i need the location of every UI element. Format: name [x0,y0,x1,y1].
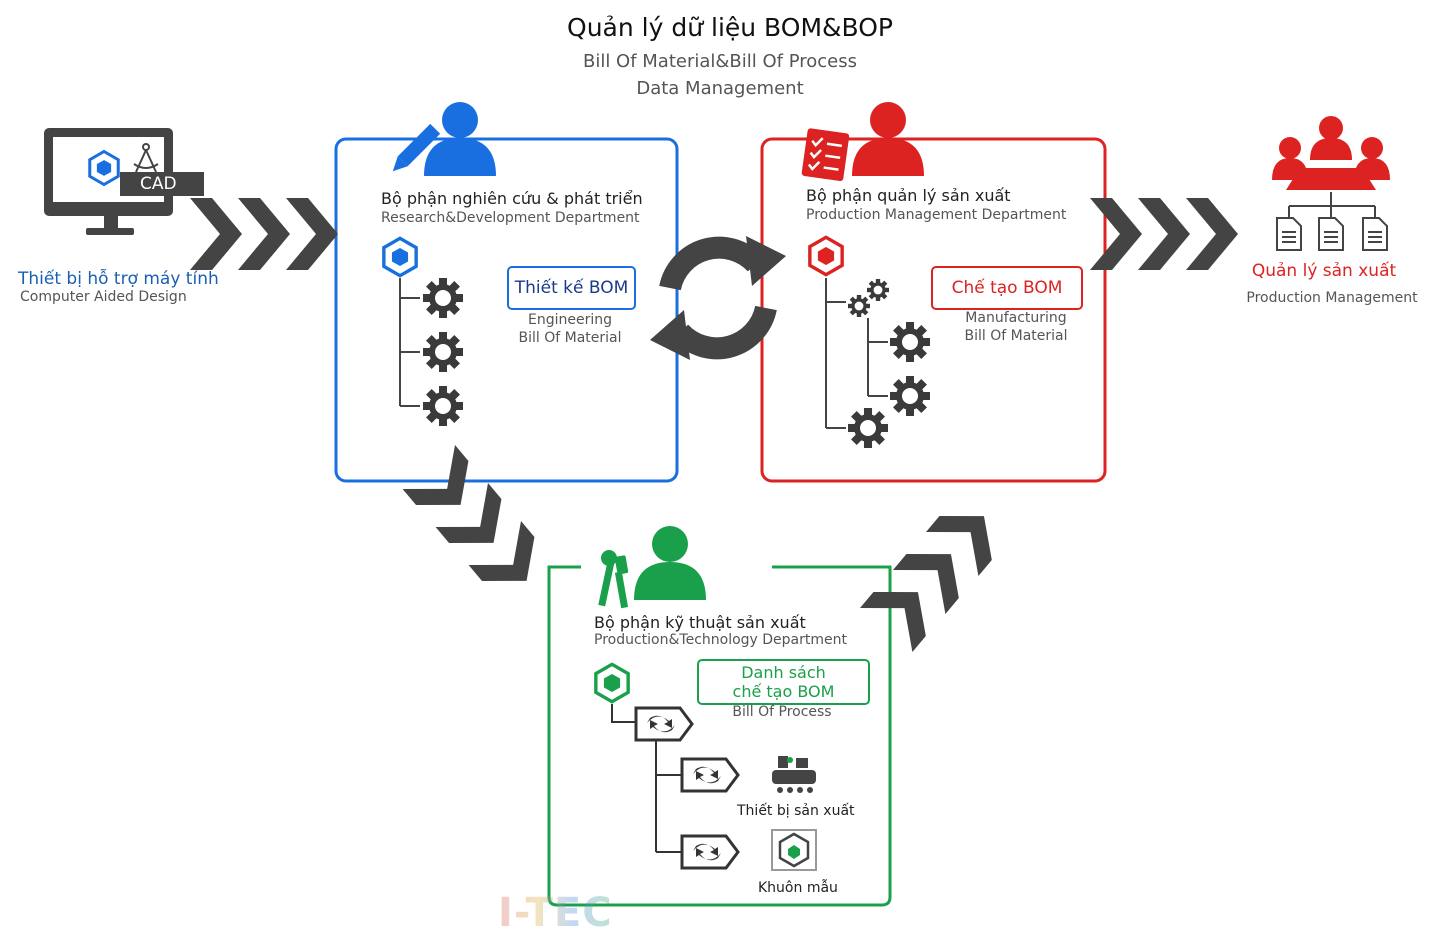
pt-badge-line1: Danh sách [741,662,826,682]
team-icon [1272,116,1390,190]
wrench-screwdriver-icon [598,550,629,609]
chevron-arrow-icon [1090,198,1142,270]
sync-icon [650,236,786,360]
cad-label-en: Computer Aided Design [20,289,187,305]
drafting-compass-icon [133,143,159,173]
pt-badge-bop-list: Danh sách chế tạo BOM [697,659,870,705]
chevron-arrow-icon [190,198,242,270]
page-subtitle-line2: Data Management [636,78,804,99]
gear-icon [423,278,463,318]
gear-icon [890,376,930,416]
page-title: Quản lý dữ liệu BOM&BOP [567,13,893,42]
chevron-arrow-icon [1138,198,1190,270]
gear-icon [423,386,463,426]
equipment-label: Thiết bị sản xuất [737,803,855,819]
chevron-arrow-icon [1186,198,1238,270]
hexagon-cube-icon [382,236,418,278]
pm-caption-line1: Manufacturing [965,310,1067,326]
document-icon [1318,217,1344,251]
pt-department-name-vi: Bộ phận kỹ thuật sản xuất [594,613,806,632]
gear-icon [867,279,889,301]
rd-department-box [334,137,679,483]
rd-department-name-vi: Bộ phận nghiên cứu & phát triển [381,189,643,208]
rd-caption-line1: Engineering [528,312,612,328]
monitor-icon [44,128,204,235]
pm-caption-line2: Bill Of Material [964,328,1068,344]
pt-badge-line2: chế tạo BOM [732,682,835,701]
pm-department-name-en: Production Management Department [806,207,1067,223]
person-icon [634,526,706,600]
rd-caption-line2: Bill Of Material [518,330,622,346]
page-subtitle-line1: Bill Of Material&Bill Of Process [582,51,858,72]
document-icon [1362,217,1388,251]
cad-label-vi: Thiết bị hỗ trợ máy tính [18,269,219,289]
mold-label: Khuôn mẫu [758,880,838,896]
chevron-arrow-icon [286,198,338,270]
pm-badge-manufacturing-bom: Chế tạo BOM [931,266,1083,310]
chevron-arrow-icon [238,198,290,270]
hexagon-cube-icon [594,662,630,704]
rd-department-name-en: Research&Development Department [381,210,640,226]
cad-screen-label: CAD [140,174,177,194]
gear-icon [890,322,930,362]
chevron-arrow-icon [402,445,487,527]
checklist-icon [801,128,850,181]
gear-icon [423,332,463,372]
pt-department-name-en: Production&Technology Department [594,632,847,648]
process-tag-icon [680,757,740,793]
rd-badge-engineering-bom: Thiết kế BOM [507,266,636,310]
mold-icon [771,829,817,871]
pm-department-name-vi: Bộ phận quản lý sản xuất [806,186,1011,205]
hexagon-cube-icon [808,235,844,277]
gear-icon [848,408,888,448]
itec-logo: I-TEC [498,890,613,936]
pt-caption: Bill Of Process [732,704,832,720]
process-tag-icon [680,834,740,870]
pt-department-box [547,565,892,907]
factory-equipment-icon [772,756,816,793]
gear-icon [848,295,870,317]
chevron-arrow-icon [860,570,945,652]
document-icon [1276,217,1302,251]
production-management-label-en: Production Management [1246,290,1418,306]
process-tag-icon [634,706,694,742]
production-management-label-vi: Quản lý sản xuất [1251,261,1397,281]
